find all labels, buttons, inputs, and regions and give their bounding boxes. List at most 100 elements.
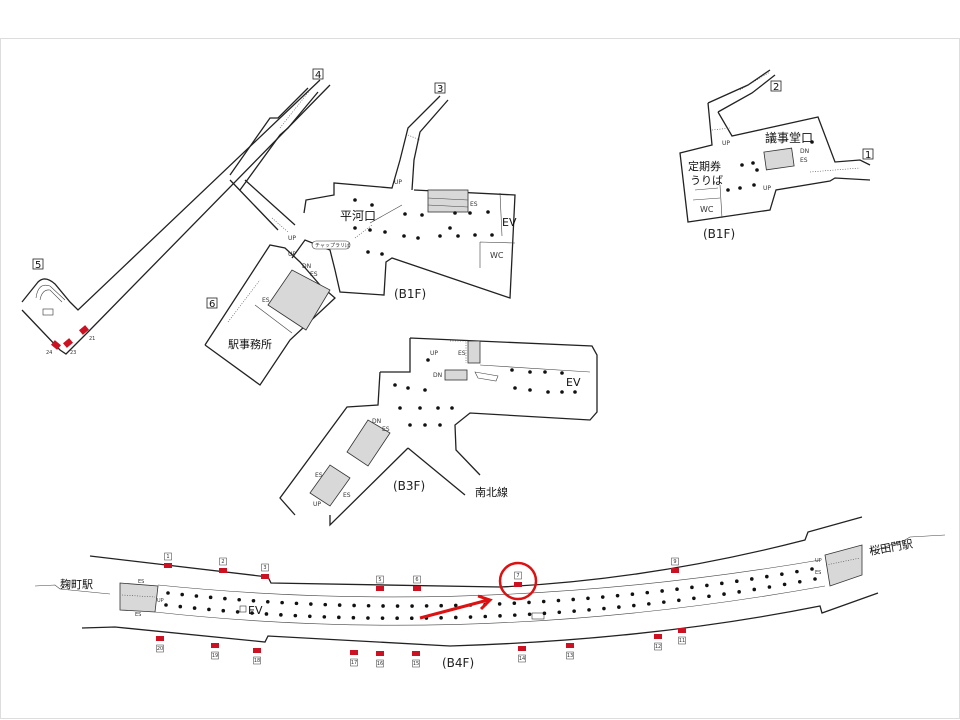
pillar-dot: [221, 608, 226, 613]
pillar-dot: [572, 609, 576, 613]
up-label: UP: [722, 140, 730, 147]
pillar-dot: [810, 567, 814, 571]
up-label: UP: [430, 350, 438, 357]
es-label: ES: [343, 492, 351, 499]
pillar-dot: [180, 592, 184, 597]
highlight-circle: [498, 561, 538, 601]
pillar-dot: [337, 615, 341, 620]
pillar-dot: [600, 595, 605, 599]
pillar-dot: [398, 406, 402, 410]
car-door-marker: [518, 646, 526, 651]
pillar-dot: [513, 386, 517, 390]
exit-6-label: 6: [209, 299, 215, 310]
car-door-marker: [164, 563, 172, 568]
up-label: UP: [763, 185, 771, 192]
exit-4-corridor: 4: [229, 68, 324, 233]
pillar-dot: [498, 614, 502, 618]
pillar-dot: [403, 212, 407, 216]
car-number-box: [261, 563, 269, 572]
car-door-marker: [678, 628, 686, 633]
car-number-label: 13: [567, 653, 573, 659]
pillar-dot: [192, 606, 197, 610]
car-number-box: [219, 557, 227, 566]
pillar-dot: [755, 168, 759, 172]
car-number-box: [566, 651, 574, 660]
b1f-east-concourse: 議事堂口 定期券 うりば WC UP UP DN ES (B1F) 2 1: [679, 69, 874, 241]
pillar-dot: [765, 574, 769, 579]
dn-label: DN: [372, 418, 381, 425]
pillar-dot: [353, 198, 357, 202]
car-door-marker: [376, 651, 384, 656]
car-number-label: 17: [351, 660, 357, 666]
es-label: ES: [315, 472, 323, 479]
car-number-box: [678, 636, 686, 645]
pillar-dot: [453, 211, 457, 215]
pillar-dot: [381, 604, 385, 608]
pillar-dot: [630, 592, 635, 596]
pillar-dot: [602, 606, 606, 611]
pillar-dot: [573, 390, 577, 394]
car-door-marker: [211, 643, 219, 648]
es-label: ES: [138, 579, 144, 585]
pillar-dot: [450, 406, 454, 410]
pillar-dot: [720, 581, 724, 586]
es-label: ES: [458, 350, 466, 357]
car-number-box: [654, 642, 662, 651]
pillar-dot: [677, 598, 681, 603]
pillar-dot: [235, 610, 240, 614]
pillar-dot: [380, 252, 384, 256]
pillar-dot: [795, 569, 799, 574]
pillar-dot: [767, 585, 772, 589]
pillar-dot: [370, 203, 374, 207]
pillar-dot: [512, 601, 517, 606]
pillar-dot: [556, 598, 561, 603]
pillar-dot: [453, 615, 458, 620]
floor-label-b1f: (B1F): [394, 287, 426, 301]
ev-label: EV: [502, 216, 517, 229]
car-number-label: 20: [157, 646, 163, 652]
pillar-dot: [660, 589, 664, 593]
pillar-dot: [423, 423, 427, 427]
pillar-dot: [543, 370, 547, 374]
pillar-dot: [352, 603, 356, 608]
pillar-dot: [393, 383, 397, 387]
car-door-marker: [156, 636, 164, 641]
pillar-dot: [810, 140, 814, 144]
b1f-main-concourse: チャップラリば 平河口 EV WC ES UP UP UP DN ES ES (…: [262, 82, 517, 304]
pillar-dot: [512, 613, 517, 617]
pillar-dot: [418, 406, 422, 410]
car-number-label: 7: [516, 573, 519, 579]
pillar-dot: [560, 390, 564, 394]
pillar-dot: [647, 602, 651, 606]
station-office-label: 駅事務所: [228, 337, 272, 351]
exit-1-label: 1: [865, 150, 871, 161]
pillar-dot: [456, 234, 460, 238]
es-label: ES: [310, 271, 318, 278]
car-door-marker: [566, 643, 574, 648]
pillar-dot: [424, 604, 429, 608]
pillar-dot: [264, 612, 269, 616]
pillar-dot: [737, 590, 741, 594]
exit-4-label: 4: [315, 70, 321, 81]
floor-label-b3f: (B3F): [393, 479, 425, 493]
exit-5-label: 5: [35, 260, 41, 271]
pillar-dot: [497, 602, 502, 606]
pillar-dot: [308, 614, 312, 619]
car-door-marker: [376, 586, 384, 591]
car-number-box: [413, 575, 421, 584]
station-left-label: 麹町駅: [60, 577, 93, 591]
car-door-marker: [654, 634, 662, 639]
pillar-dot: [813, 577, 817, 581]
es-label: ES: [135, 612, 141, 618]
station-right-label: 桜田門駅: [868, 537, 914, 558]
pillar-dot: [436, 406, 440, 410]
pillar-dot: [707, 594, 711, 599]
car-number-box: [253, 656, 261, 665]
car-label: 23: [70, 350, 76, 356]
pillar-dot: [571, 597, 575, 602]
es-label: ES: [382, 426, 390, 433]
car-number-label: 6: [415, 577, 418, 583]
pillar-dot: [468, 211, 472, 215]
pillar-dot: [438, 423, 442, 427]
